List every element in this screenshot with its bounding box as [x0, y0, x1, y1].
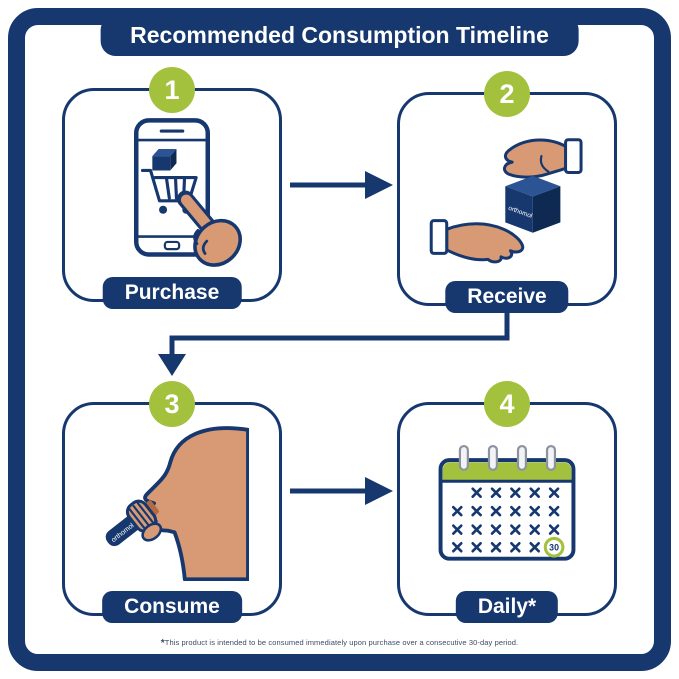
lower-hand-icon	[429, 219, 525, 264]
purchase-illustration	[134, 118, 242, 267]
step-4-label: Daily*	[455, 591, 559, 623]
gripping-hand-icon	[125, 499, 163, 542]
step-4-label-text: Daily*	[477, 595, 537, 618]
step-2-label-text: Receive	[467, 285, 547, 308]
footnote: *This product is intended to be consumed…	[0, 638, 679, 649]
step-card-receive: 2 orthomol Receive	[397, 71, 617, 313]
step-card-consume: 3 orthomol Consume	[62, 381, 282, 623]
calendar-illustration: 30	[438, 444, 576, 561]
step-2-label: Receive	[445, 281, 569, 313]
pointing-hand-icon	[176, 190, 242, 267]
product-box-icon: orthomol	[505, 175, 561, 233]
step-1-label: Purchase	[102, 277, 242, 309]
day-30-text: 30	[549, 542, 559, 552]
arrow-step3-to-step4	[290, 477, 393, 505]
face-profile-icon	[143, 426, 249, 581]
arrow-step2-to-step3	[158, 310, 510, 376]
step-2-number: 2	[499, 78, 515, 109]
title-text: Recommended Consumption Timeline	[130, 22, 549, 48]
step-card-daily: 4 30	[397, 381, 617, 623]
step-1-number-badge: 1	[149, 67, 195, 113]
step-3-label-text: Consume	[124, 595, 220, 618]
step-4-number: 4	[499, 388, 515, 419]
upper-hand-icon	[503, 138, 583, 179]
step-4-number-badge: 4	[484, 381, 530, 427]
footnote-text: This product is intended to be consumed …	[164, 638, 519, 647]
step-1-label-text: Purchase	[124, 281, 220, 304]
footnote-asterisk: *	[160, 638, 165, 649]
step-2-number-badge: 2	[484, 71, 530, 117]
arrow-step1-to-step2	[290, 171, 393, 199]
product-box-icon	[152, 148, 177, 171]
step-3-label: Consume	[102, 591, 242, 623]
consume-illustration: orthomol	[105, 426, 249, 581]
step-3-number: 3	[164, 388, 180, 419]
title-banner: Recommended Consumption Timeline	[100, 15, 579, 56]
step-3-number-badge: 3	[149, 381, 195, 427]
day-30-marker: 30	[543, 536, 565, 558]
receive-illustration: orthomol	[429, 138, 583, 264]
step-card-purchase: 1	[62, 67, 282, 309]
step-1-number: 1	[164, 74, 180, 105]
smartphone-icon	[134, 118, 210, 257]
